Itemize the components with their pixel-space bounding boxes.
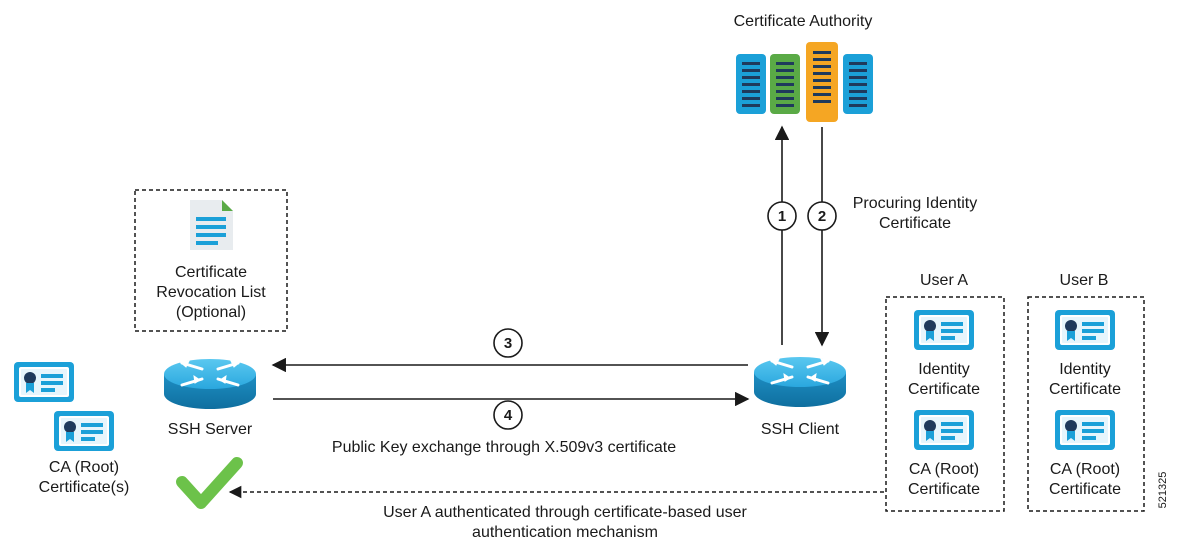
server-certs-line1: CA (Root) [49, 459, 119, 476]
step-1-label: 1 [778, 208, 786, 225]
figure-id: 521325 [1157, 472, 1169, 509]
user-b-ca-certificate-icon [1055, 410, 1115, 450]
user-b-identity-line2: Certificate [1049, 381, 1121, 398]
user-b-ca-line2: Certificate [1049, 481, 1121, 498]
user-b-box [1027, 296, 1145, 512]
server-certs-line2: Certificate(s) [39, 479, 130, 496]
procure-line1: Procuring Identity [853, 195, 978, 212]
ssh-client-router-icon [752, 355, 848, 409]
server-certificate-icon-2 [54, 411, 114, 451]
auth-line2: authentication mechanism [472, 524, 658, 541]
user-a-identity-line1: Identity [918, 361, 970, 378]
ssh-client-label: SSH Client [761, 421, 840, 438]
crl-line2: Revocation List [156, 284, 266, 301]
ssh-server-router-icon [162, 357, 258, 411]
document-icon [190, 200, 233, 250]
user-a-ca-line2: Certificate [908, 481, 980, 498]
ssh-server-label: SSH Server [168, 421, 253, 438]
certificate-authority-servers-icon [736, 42, 873, 122]
auth-line1: User A authenticated through certificate… [383, 504, 747, 521]
server-certificate-icon-1 [14, 362, 74, 402]
crl-line3: (Optional) [176, 304, 246, 321]
user-a-identity-certificate-icon [914, 310, 974, 350]
user-b-identity-line1: Identity [1059, 361, 1111, 378]
procure-line2: Certificate [879, 215, 951, 232]
step-2-label: 2 [818, 208, 826, 225]
user-a-title: User A [920, 272, 968, 289]
user-b-identity-certificate-icon [1055, 310, 1115, 350]
user-a-identity-line2: Certificate [908, 381, 980, 398]
step-1-badge: 1 [767, 201, 797, 231]
user-a-ca-line1: CA (Root) [909, 461, 979, 478]
step-3-badge: 3 [493, 328, 523, 358]
step-2-badge: 2 [807, 201, 837, 231]
ca-title: Certificate Authority [734, 13, 873, 30]
step-3-label: 3 [504, 335, 512, 352]
user-a-box [885, 296, 1005, 512]
checkmark-icon [176, 457, 243, 509]
exchange-label: Public Key exchange through X.509v3 cert… [332, 439, 676, 456]
step-4-badge: 4 [493, 400, 523, 430]
user-b-title: User B [1060, 272, 1109, 289]
user-b-ca-line1: CA (Root) [1050, 461, 1120, 478]
crl-line1: Certificate [175, 264, 247, 281]
step-4-label: 4 [504, 407, 513, 424]
user-a-ca-certificate-icon [914, 410, 974, 450]
